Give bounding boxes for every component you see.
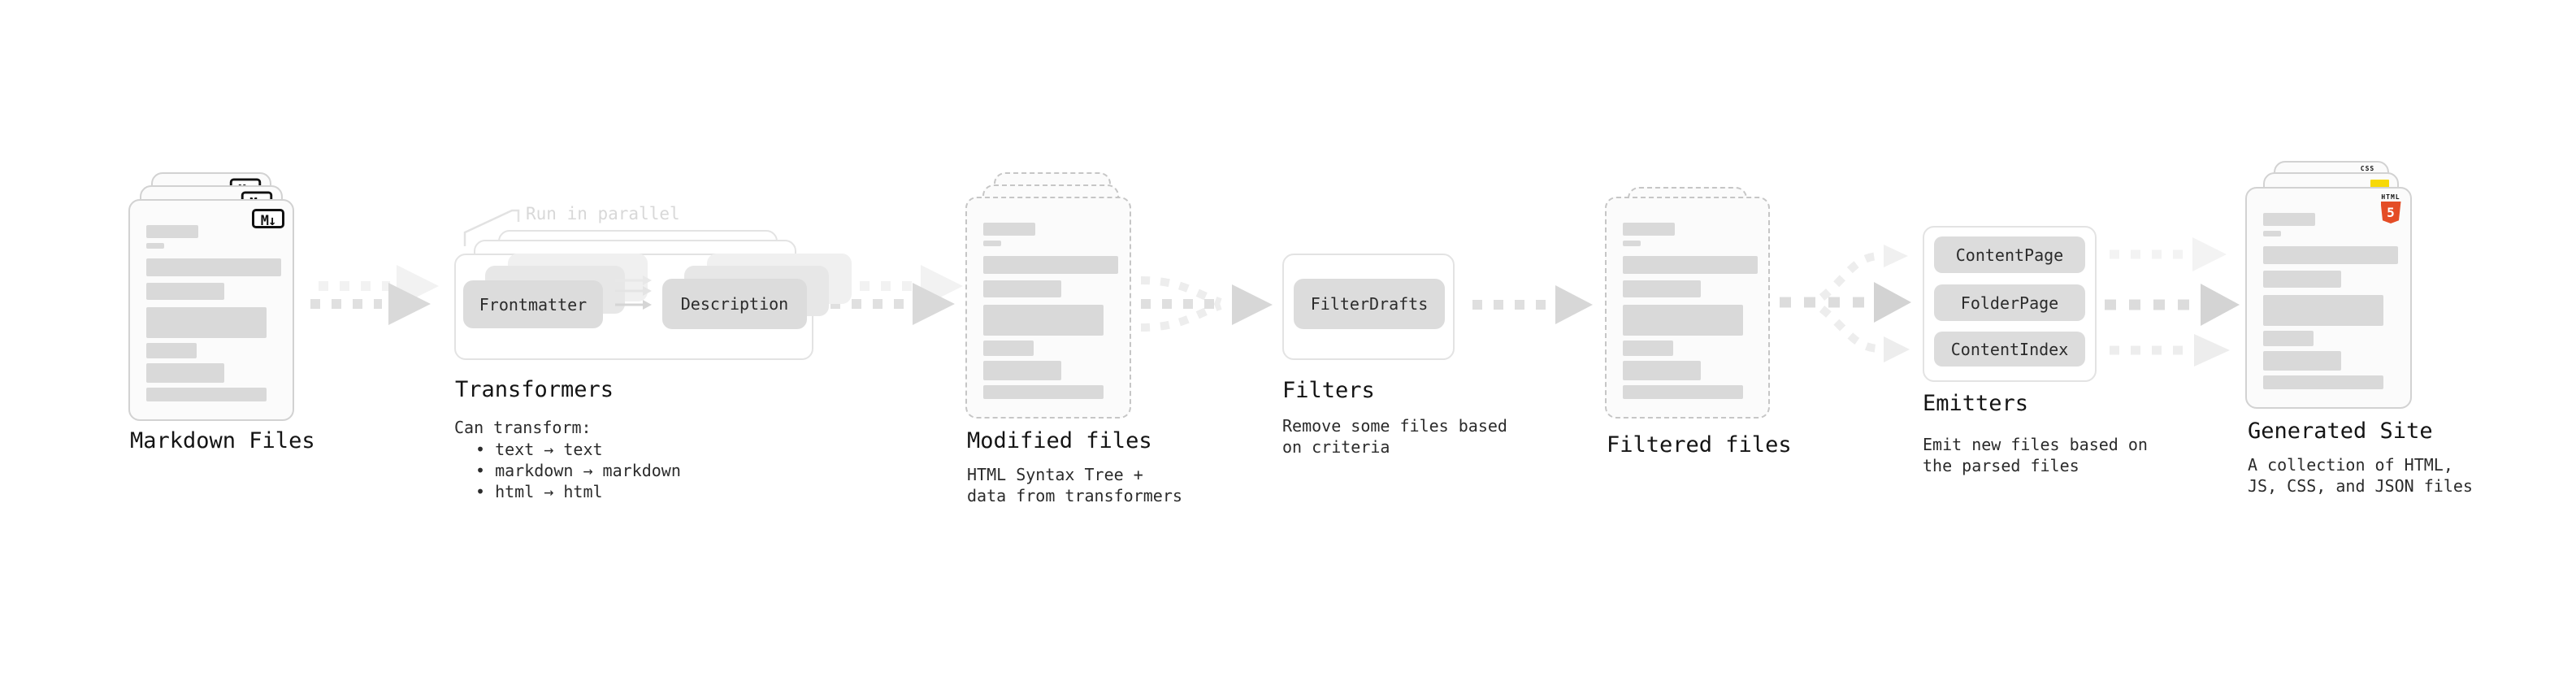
generated-site-subtitle: A collection of HTML, JS, CSS, and JSON …	[2248, 455, 2473, 496]
stage-transformers: Run in parallel Frontmatter Description …	[454, 202, 852, 510]
transformers-bullet-list: • text → text • markdown → markdown • ht…	[475, 439, 681, 502]
emitters-subtitle: Emit new files based on the parsed files	[1923, 435, 2148, 475]
markdown-file-card: M↓	[128, 199, 294, 421]
frontmatter-box: Frontmatter	[463, 280, 603, 328]
emitter-contentpage-box: ContentPage	[1934, 236, 2085, 273]
stage-filters: FilterDrafts Filters Remove some files b…	[1282, 254, 1526, 481]
transformers-desc-title: Can transform:	[454, 418, 592, 437]
file-content-lines	[2263, 213, 2401, 389]
stage-label-generated-site: Generated Site	[2248, 419, 2433, 444]
html-file-card: HTML 5	[2245, 187, 2412, 409]
markdown-icon: M↓	[252, 209, 284, 229]
file-content-lines	[1623, 223, 1761, 399]
run-in-parallel-note: Run in parallel	[526, 204, 680, 223]
filtered-file-card	[1605, 197, 1770, 419]
html5-icon: HTML 5	[2379, 193, 2402, 223]
bullet-html-to-html: • html → html	[475, 482, 603, 501]
stage-label-markdown-files: Markdown Files	[130, 428, 315, 453]
stage-modified-files: Modified files HTML Syntax Tree + data f…	[965, 172, 1225, 514]
stage-filtered-files: Filtered files	[1605, 187, 1832, 479]
emitter-folderpage-box: FolderPage	[1934, 284, 2085, 321]
stage-emitters: ContentPage FolderPage ContentIndex Emit…	[1923, 226, 2183, 486]
file-content-lines	[146, 225, 284, 401]
modified-files-subtitle: HTML Syntax Tree + data from transformer…	[967, 465, 1182, 505]
stage-generated-site: CSS HTML 5 Generated Site A collection o…	[2245, 161, 2489, 510]
stage-label-emitters: Emitters	[1923, 391, 2029, 416]
stage-label-filters: Filters	[1282, 378, 1375, 403]
emitter-contentindex-box: ContentIndex	[1934, 332, 2085, 367]
filters-subtitle: Remove some files based on criteria	[1282, 416, 1507, 457]
file-content-lines	[983, 223, 1121, 399]
description-box: Description	[662, 279, 807, 329]
html5-shield: 5	[2380, 202, 2401, 223]
stage-label-transformers: Transformers	[455, 377, 614, 402]
filterdrafts-box: FilterDrafts	[1294, 279, 1445, 329]
stage-label-modified-files: Modified files	[967, 428, 1152, 453]
bullet-text-to-text: • text → text	[475, 440, 603, 459]
stage-markdown-files: M↓ M↓ M↓ Markdown Files	[128, 172, 340, 473]
stage-label-filtered-files: Filtered files	[1607, 432, 1792, 458]
bullet-markdown-to-markdown: • markdown → markdown	[475, 461, 681, 480]
modified-file-card	[965, 197, 1131, 419]
